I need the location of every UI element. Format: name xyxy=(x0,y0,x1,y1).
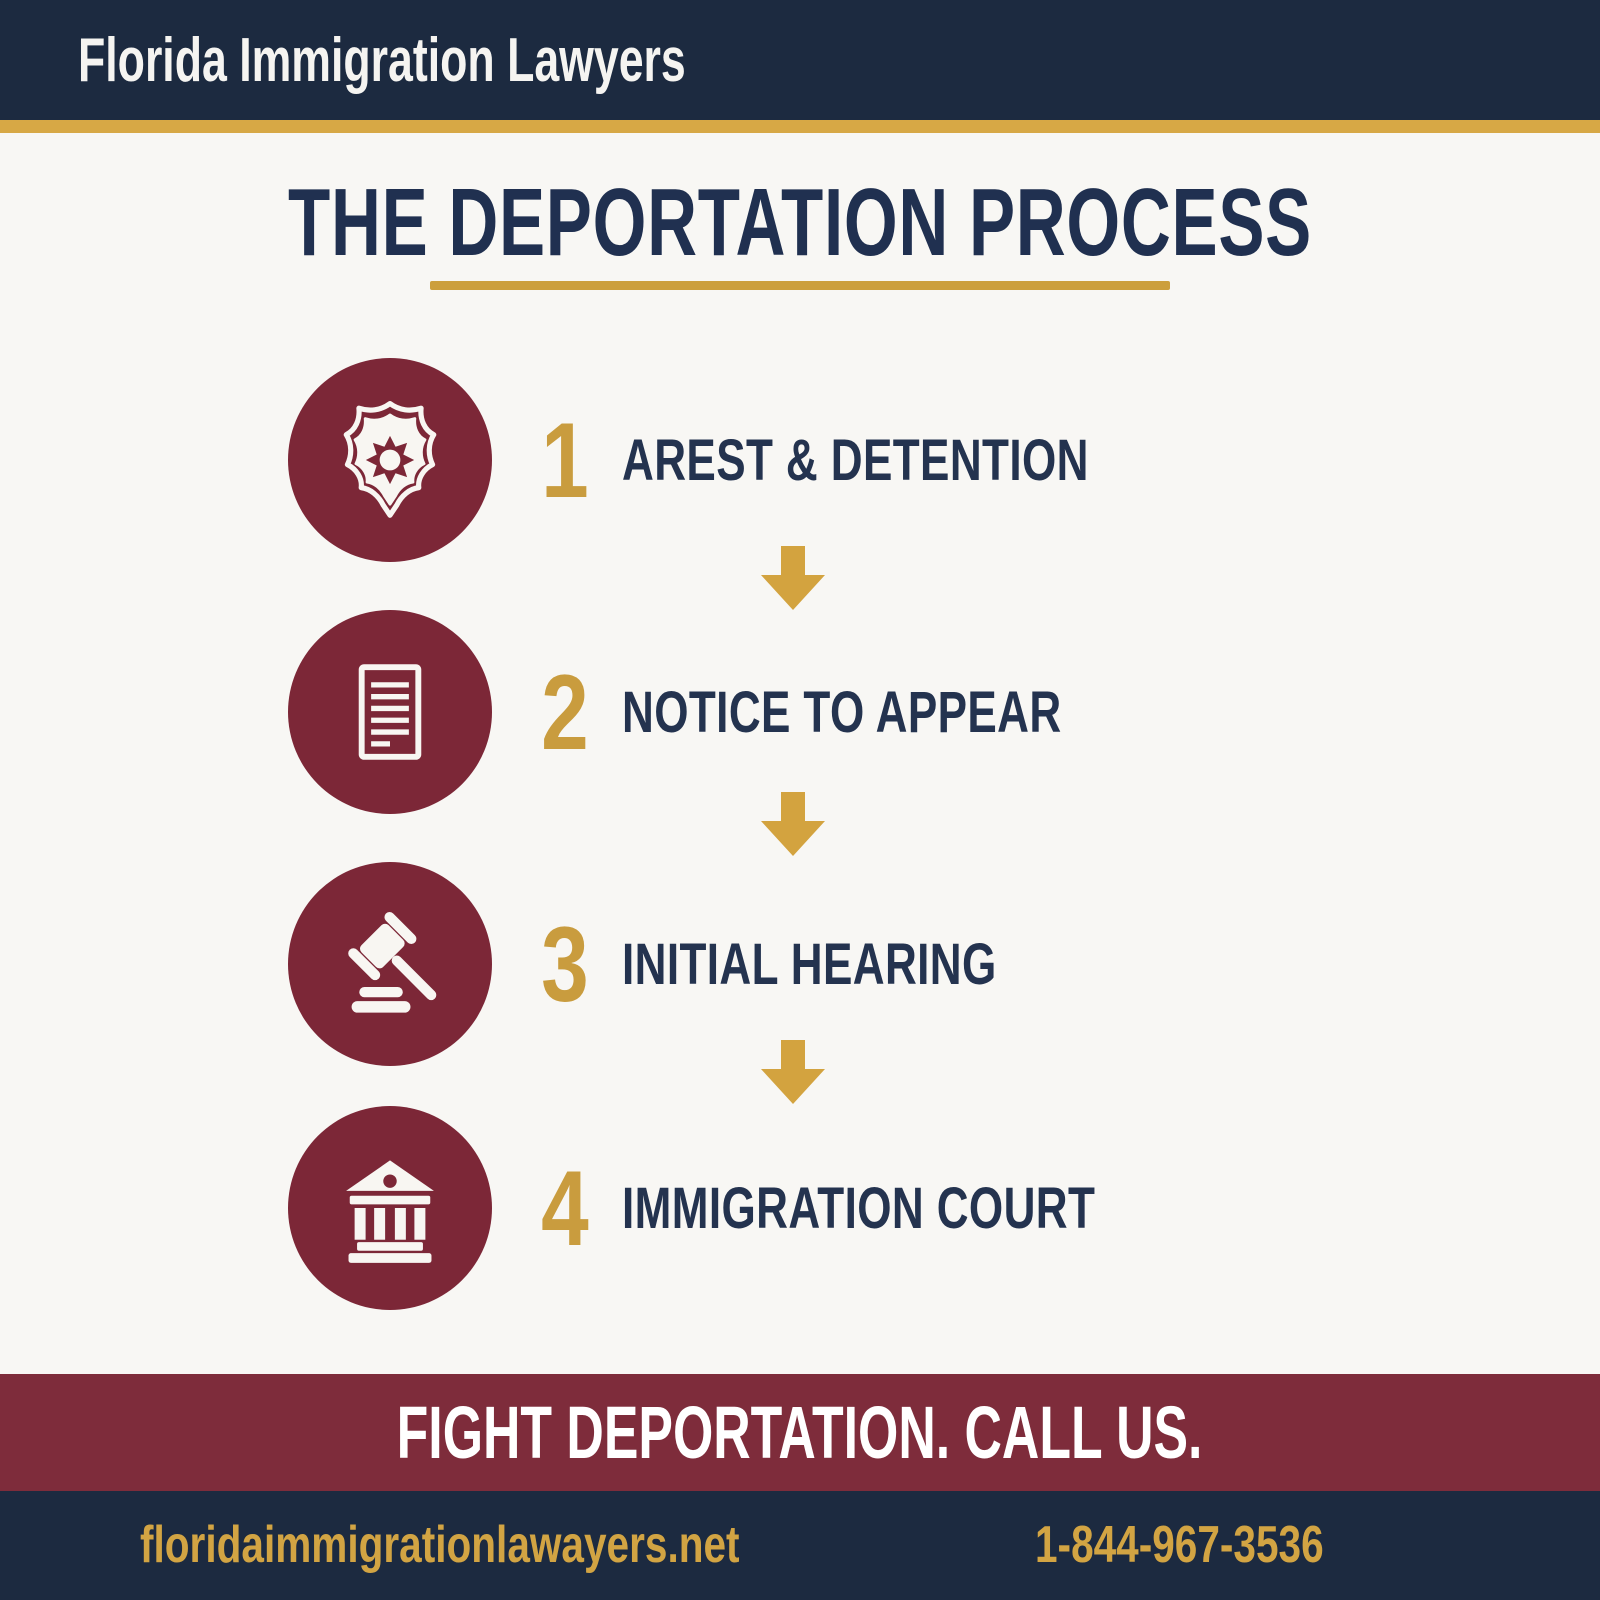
cta-text: FIGHT DEPORTATION. CALL US. xyxy=(397,1391,1203,1474)
down-arrow-icon xyxy=(761,546,825,610)
step-number: 3 xyxy=(541,904,589,1024)
down-arrow-icon xyxy=(761,1040,825,1104)
step-label: AREST & DETENTION xyxy=(622,427,1089,493)
brand-name: Florida Immigration Lawyers xyxy=(78,25,686,95)
step-label: NOTICE TO APPEAR xyxy=(622,679,1062,745)
step-number: 1 xyxy=(541,400,589,520)
document-icon xyxy=(288,610,492,814)
courthouse-icon xyxy=(288,1106,492,1310)
phone-link[interactable]: 1-844-967-3536 xyxy=(1035,1516,1324,1574)
header-bar: Florida Immigration Lawyers xyxy=(0,0,1600,120)
title-underline xyxy=(430,281,1170,290)
footer-bar: floridaimmigrationlawayers.net 1-844-967… xyxy=(0,1491,1600,1600)
step-label: IMMIGRATION COURT xyxy=(622,1175,1096,1241)
step-arrest-detention: 1 AREST & DETENTION xyxy=(288,358,1236,562)
police-badge-icon xyxy=(288,358,492,562)
step-notice-to-appear: 2 NOTICE TO APPEAR xyxy=(288,610,1200,814)
step-number: 4 xyxy=(541,1148,589,1268)
step-number: 2 xyxy=(541,652,589,772)
gavel-icon xyxy=(288,862,492,1066)
cta-bar: FIGHT DEPORTATION. CALL US. xyxy=(0,1374,1600,1491)
website-link[interactable]: floridaimmigrationlawayers.net xyxy=(140,1516,740,1574)
step-initial-hearing: 3 INITIAL HEARING xyxy=(288,862,1115,1066)
step-label: INITIAL HEARING xyxy=(622,931,997,997)
down-arrow-icon xyxy=(761,792,825,856)
page-title: THE DEPORTATION PROCESS xyxy=(288,169,1312,276)
step-immigration-court: 4 IMMIGRATION COURT xyxy=(288,1106,1245,1310)
gold-stripe xyxy=(0,120,1600,133)
